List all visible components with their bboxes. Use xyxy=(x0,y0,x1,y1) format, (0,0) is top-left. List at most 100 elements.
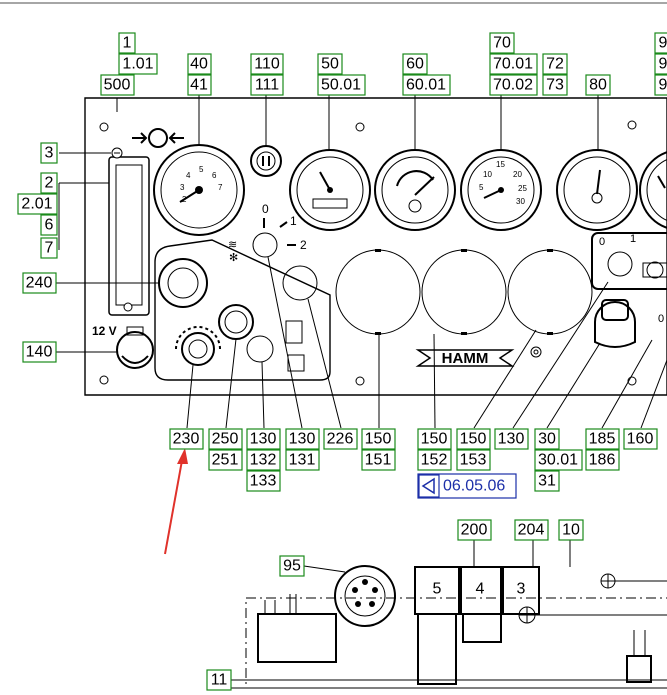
svg-text:1: 1 xyxy=(123,35,132,52)
gauge-tachometer: 4 5 6 7 3 2 xyxy=(153,144,245,236)
callout-60-01: 60.01 xyxy=(402,74,451,96)
callout-240: 240 xyxy=(22,272,57,294)
svg-text:1.01: 1.01 xyxy=(122,56,153,73)
svg-text:30.01: 30.01 xyxy=(538,452,578,469)
callout-130-a: 130 xyxy=(246,428,281,450)
callout-230: 230 xyxy=(169,428,204,450)
svg-text:3: 3 xyxy=(517,581,526,598)
svg-text:9: 9 xyxy=(659,77,667,94)
svg-text:5: 5 xyxy=(199,165,204,174)
callout-185: 185 xyxy=(585,428,620,450)
svg-text:10: 10 xyxy=(562,522,580,539)
callout-2: 2 xyxy=(40,172,58,194)
blanking-covers xyxy=(335,249,593,335)
svg-text:73: 73 xyxy=(546,77,564,94)
callout-160: 160 xyxy=(623,428,658,450)
revision-triangle-icon xyxy=(421,477,435,495)
svg-text:186: 186 xyxy=(589,452,616,469)
indicator-lamp-strip xyxy=(108,147,150,316)
gauge-speedometer: 15 20 25 30 10 5 xyxy=(460,149,542,231)
callout-131: 131 xyxy=(285,449,320,471)
svg-text:150: 150 xyxy=(460,431,487,448)
callout-80: 80 xyxy=(585,74,611,96)
callout-70-01: 70.01 xyxy=(489,53,538,75)
svg-text:3: 3 xyxy=(45,145,54,162)
callout-150-b: 150 xyxy=(417,428,452,450)
callout-152: 152 xyxy=(417,449,452,471)
callout-500: 500 xyxy=(100,74,135,96)
svg-text:5: 5 xyxy=(479,183,484,192)
callout-73: 73 xyxy=(542,74,568,96)
svg-text:✻: ✻ xyxy=(229,252,238,264)
callout-251: 251 xyxy=(208,449,243,471)
svg-text:20: 20 xyxy=(513,170,522,179)
svg-text:4: 4 xyxy=(476,581,485,598)
svg-text:140: 140 xyxy=(26,344,53,361)
callout-72: 72 xyxy=(542,53,568,75)
callout-150-a: 150 xyxy=(361,428,396,450)
leader-lines xyxy=(56,95,667,429)
svg-text:80: 80 xyxy=(589,77,607,94)
svg-text:153: 153 xyxy=(460,452,487,469)
svg-text:200: 200 xyxy=(461,522,488,539)
callout-6: 6 xyxy=(40,214,58,236)
svg-text:1: 1 xyxy=(630,233,636,245)
callout-151: 151 xyxy=(361,449,396,471)
svg-text:152: 152 xyxy=(421,452,448,469)
svg-text:72: 72 xyxy=(546,56,564,73)
svg-text:95: 95 xyxy=(283,558,301,575)
callout-labels: 1 1.01 500 40 41 110 111 50 50.01 60 60.… xyxy=(17,32,667,691)
callout-31: 31 xyxy=(534,470,560,492)
svg-text:130: 130 xyxy=(289,431,316,448)
callout-3: 3 xyxy=(40,142,58,164)
callout-140: 140 xyxy=(22,341,57,363)
svg-text:9: 9 xyxy=(659,56,667,73)
svg-text:111: 111 xyxy=(255,77,279,94)
svg-text:7: 7 xyxy=(218,183,223,192)
callout-95: 95 xyxy=(279,555,305,577)
svg-text:151: 151 xyxy=(365,452,392,469)
svg-text:250: 250 xyxy=(212,431,239,448)
lamp-226 xyxy=(282,265,318,301)
svg-text:HAMM: HAMM xyxy=(442,350,489,367)
callout-70-02: 70.02 xyxy=(489,74,538,96)
svg-text:185: 185 xyxy=(589,431,616,448)
callout-186: 186 xyxy=(585,449,620,471)
svg-text:15: 15 xyxy=(496,160,505,169)
callout-70: 70 xyxy=(489,32,515,54)
callout-130-c: 130 xyxy=(494,428,529,450)
svg-text:60: 60 xyxy=(406,56,424,73)
svg-text:500: 500 xyxy=(104,77,131,94)
svg-text:132: 132 xyxy=(250,452,277,469)
socket-right: 0 xyxy=(594,299,664,348)
callout-1: 1 xyxy=(118,32,136,54)
svg-text:60.01: 60.01 xyxy=(406,77,446,94)
callout-7: 7 xyxy=(40,237,58,259)
callout-11: 11 xyxy=(206,669,232,691)
callout-204: 204 xyxy=(514,519,549,541)
svg-text:40: 40 xyxy=(190,56,208,73)
svg-text:4: 4 xyxy=(186,171,191,180)
callout-133: 133 xyxy=(246,470,281,492)
callout-2-01: 2.01 xyxy=(17,193,58,215)
callout-200: 200 xyxy=(457,519,492,541)
svg-text:30: 30 xyxy=(538,431,556,448)
svg-text:150: 150 xyxy=(421,431,448,448)
svg-text:2.01: 2.01 xyxy=(21,196,52,213)
callout-30: 30 xyxy=(534,428,560,450)
brake-symbol-icon xyxy=(132,128,184,148)
svg-text:251: 251 xyxy=(212,452,239,469)
svg-text:70.01: 70.01 xyxy=(493,56,533,73)
callout-150-c: 150 xyxy=(456,428,491,450)
svg-text:9: 9 xyxy=(659,35,667,52)
svg-text:0: 0 xyxy=(599,236,605,248)
svg-text:50: 50 xyxy=(321,56,339,73)
svg-text:7: 7 xyxy=(45,240,54,257)
svg-text:6: 6 xyxy=(212,171,217,180)
svg-text:230: 230 xyxy=(173,431,200,448)
callout-30-01: 30.01 xyxy=(534,449,583,471)
callout-41: 41 xyxy=(187,74,212,96)
svg-text:70.02: 70.02 xyxy=(493,77,533,94)
callout-1-01: 1.01 xyxy=(118,53,158,75)
